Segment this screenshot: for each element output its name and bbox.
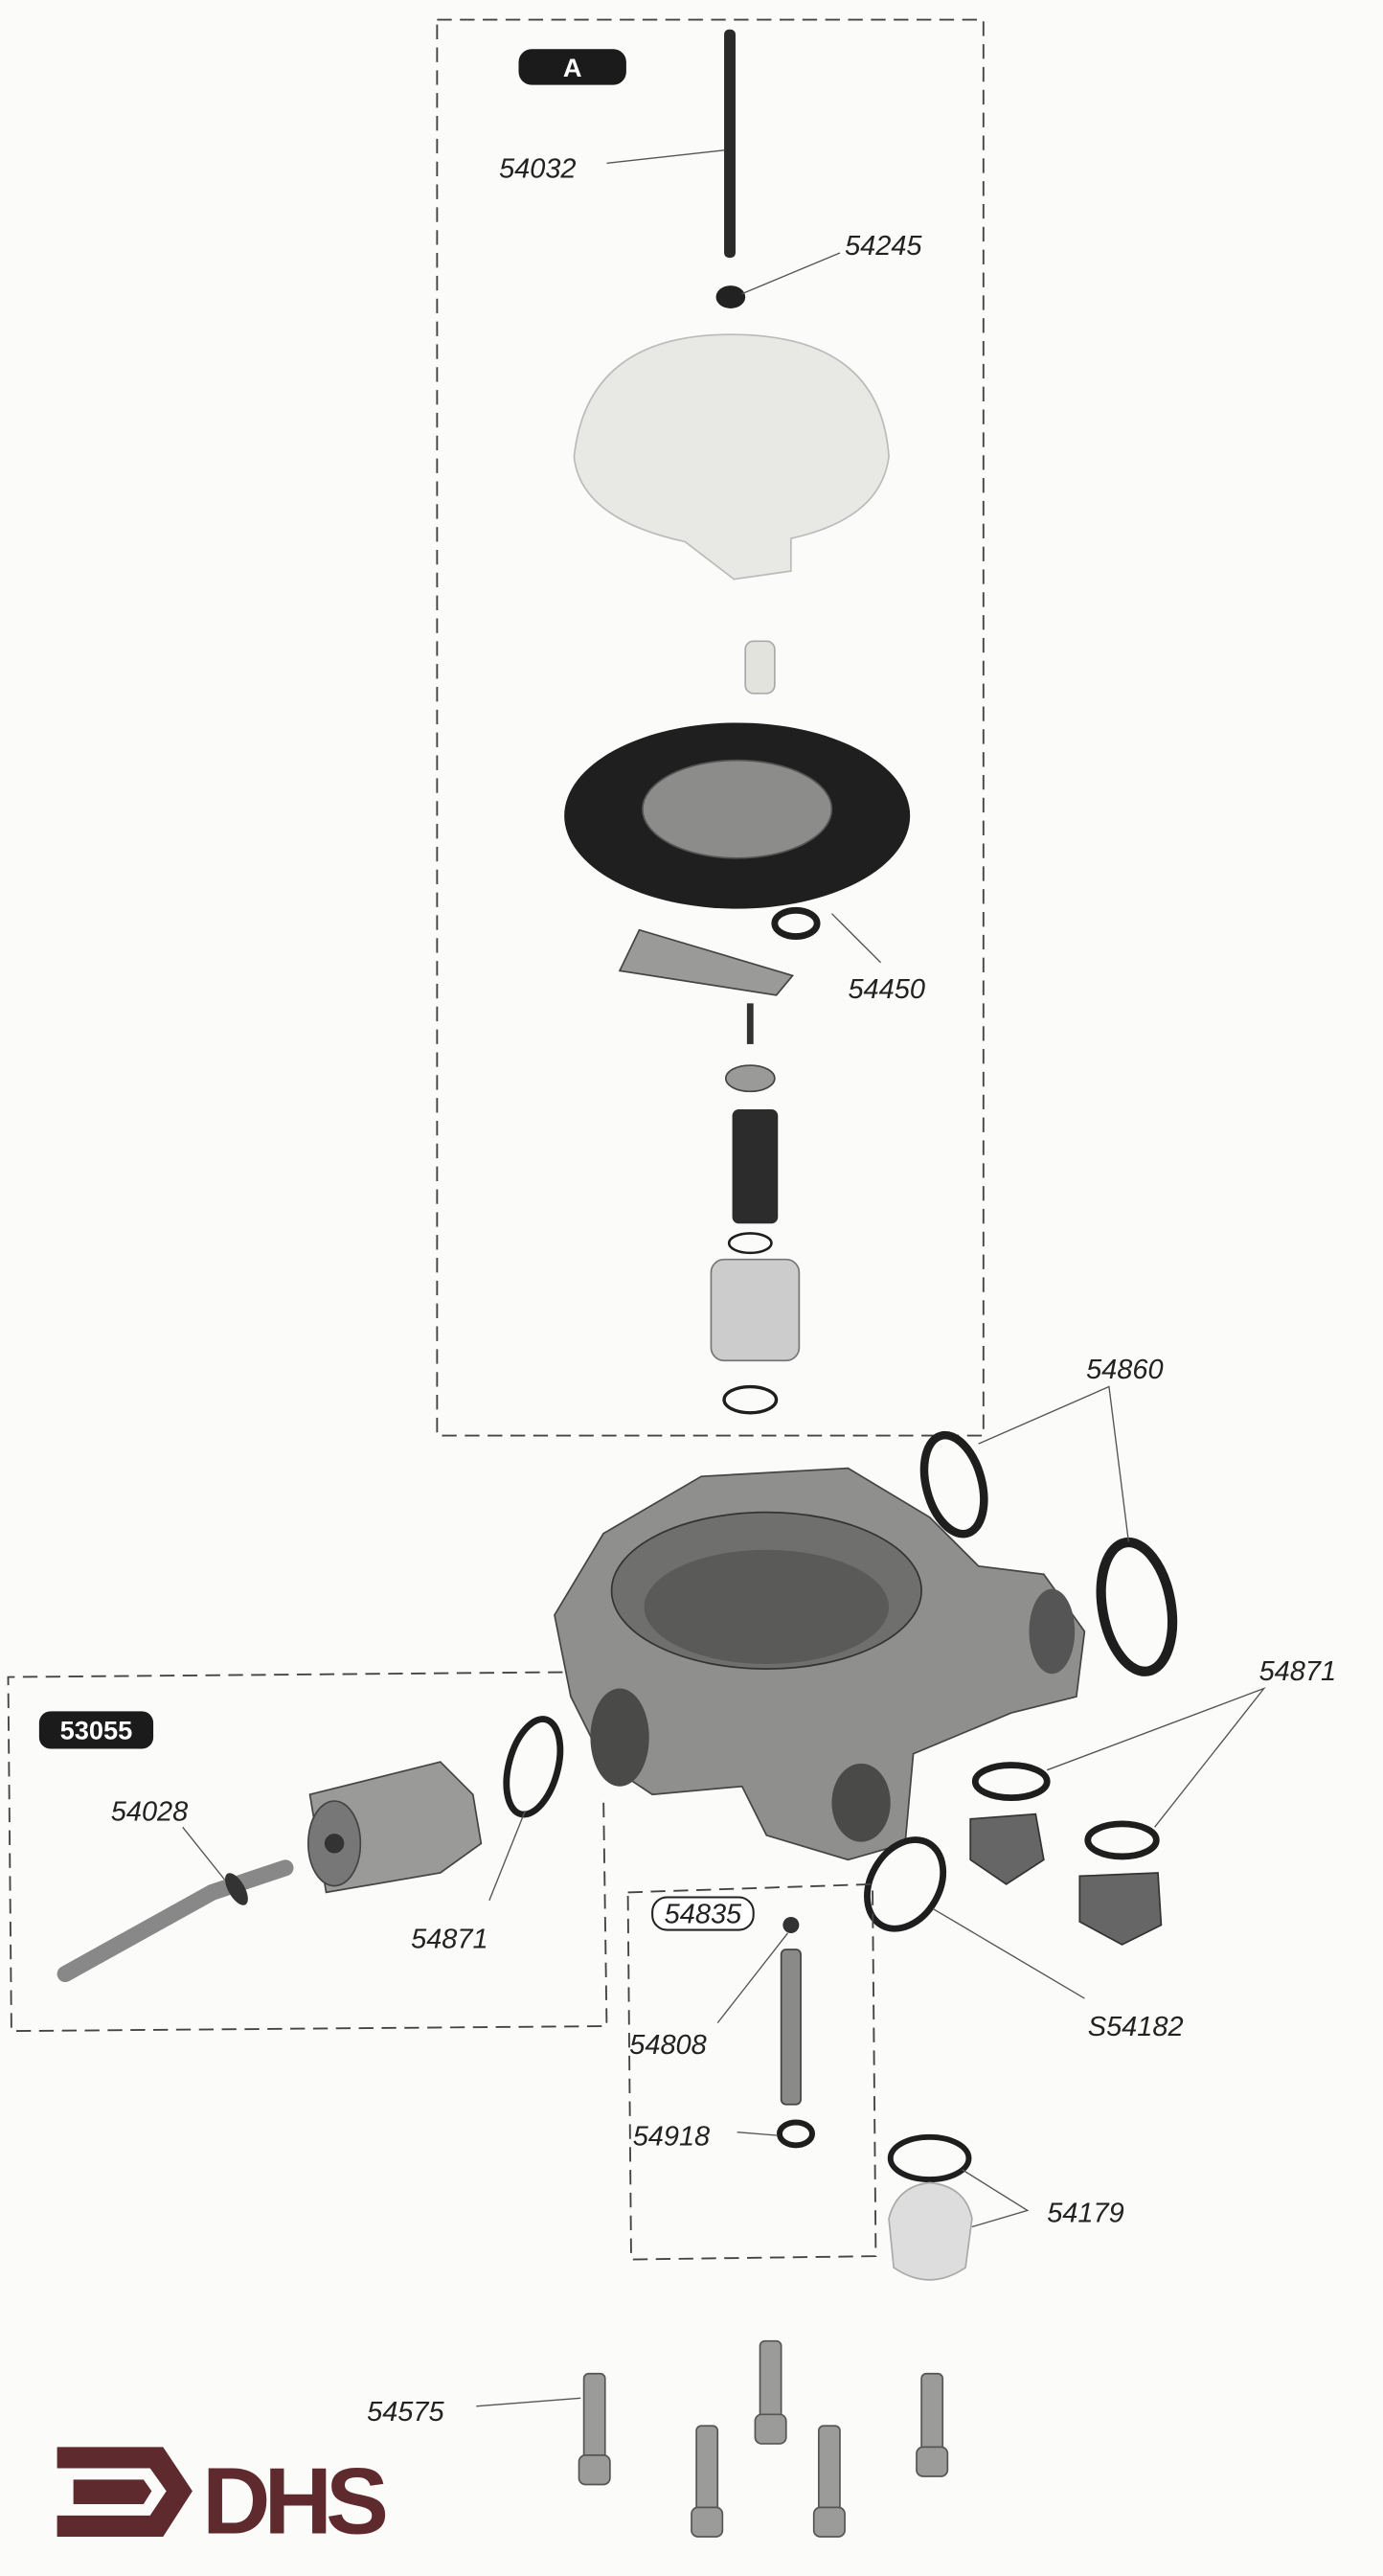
oring-54918 [776, 2119, 815, 2149]
kit-54835-box [626, 1882, 877, 2261]
label-54860: 54860 [1086, 1355, 1163, 1385]
sleeve-part [732, 1109, 779, 1224]
oring-54871-right-b [1084, 1820, 1160, 1860]
rod-part [724, 29, 736, 259]
filter-cup [710, 1258, 801, 1362]
label-54918: 54918 [633, 2121, 710, 2152]
cap-part [888, 2181, 973, 2281]
section-a-badge: A [518, 49, 626, 85]
pump-body [554, 1467, 1086, 1861]
oring-54179 [887, 2133, 972, 2183]
kit-54835-badge: 54835 [651, 1896, 755, 1931]
oring-s54182 [864, 1836, 947, 1932]
pin-part [57, 1859, 294, 1983]
label-54032: 54032 [499, 154, 576, 185]
dhs-logo: DHS [57, 2447, 393, 2554]
oring-54860-b [1096, 1537, 1178, 1676]
kit-53055-badge: 53055 [38, 1711, 154, 1749]
badge-label: 53055 [60, 1715, 133, 1744]
dome-cover [573, 333, 890, 581]
ball-part [782, 1916, 800, 1933]
badge-label: A [563, 53, 582, 82]
label-54179: 54179 [1047, 2198, 1123, 2228]
label-54808: 54808 [629, 2030, 706, 2061]
valve-stem-part [780, 1949, 802, 2106]
label-54575: 54575 [367, 2397, 444, 2428]
label-54871-left: 54871 [411, 1924, 487, 1954]
oring-54871-right-a [971, 1762, 1051, 1802]
oring-54860-a [919, 1430, 988, 1539]
plug-nut-b [1078, 1872, 1163, 1946]
logo-text: DHS [202, 2449, 386, 2554]
label-s54182: S54182 [1088, 2012, 1184, 2042]
label-54028: 54028 [111, 1796, 188, 1827]
plug-nut-a [969, 1812, 1045, 1885]
nozzle-part [744, 640, 776, 695]
label-54871-right: 54871 [1259, 1656, 1336, 1687]
badge-label: 54835 [665, 1900, 742, 1930]
fitting-part [306, 1761, 483, 1894]
bolts [578, 2339, 949, 2538]
kit-53055-box [7, 1671, 608, 2033]
oring-54871-left [503, 1716, 564, 1818]
label-54450: 54450 [848, 974, 924, 1005]
bracket-part [618, 928, 795, 996]
washer-part [715, 285, 746, 308]
label-54245: 54245 [845, 231, 922, 262]
